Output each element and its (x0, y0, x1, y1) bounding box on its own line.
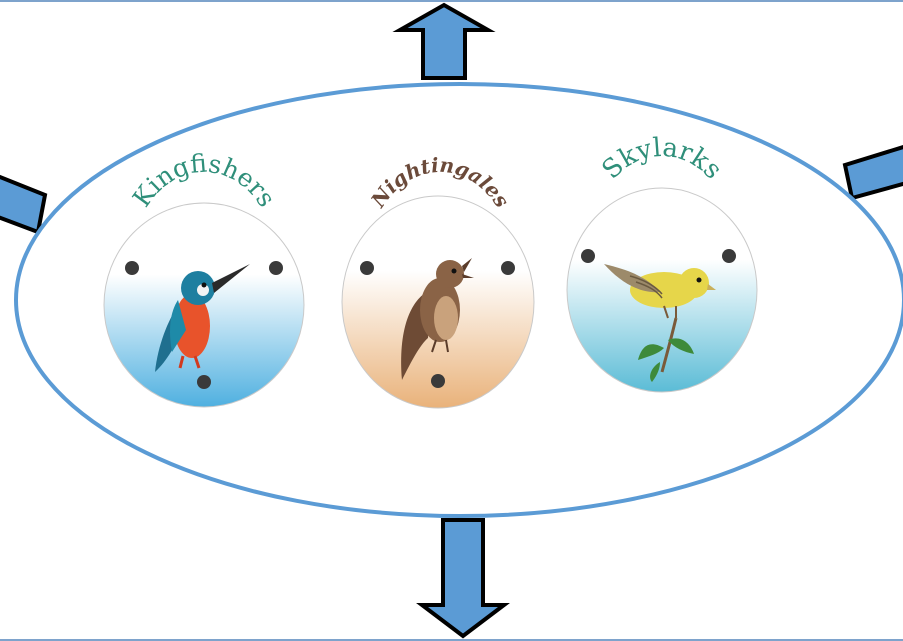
skylark-bird-icon (604, 264, 716, 382)
arrow-right (842, 145, 903, 201)
bottom-frame-line (0, 639, 903, 641)
mounting-hole-icon (581, 249, 595, 263)
mounting-hole-icon (125, 261, 139, 275)
mounting-hole-icon (722, 249, 736, 263)
arrow-left (0, 174, 48, 235)
arrow-down (416, 518, 510, 639)
kingfisher-bird-icon (155, 264, 250, 372)
mounting-hole-icon (501, 261, 515, 275)
badge-kingfishers: Kingfishers (103, 149, 305, 408)
mounting-hole-icon (431, 374, 445, 388)
mounting-hole-icon (197, 375, 211, 389)
arrow-up (392, 2, 496, 80)
nightingale-bird-icon (401, 258, 474, 380)
mounting-hole-icon (360, 261, 374, 275)
mounting-hole-icon (269, 261, 283, 275)
top-frame-line (0, 0, 903, 2)
